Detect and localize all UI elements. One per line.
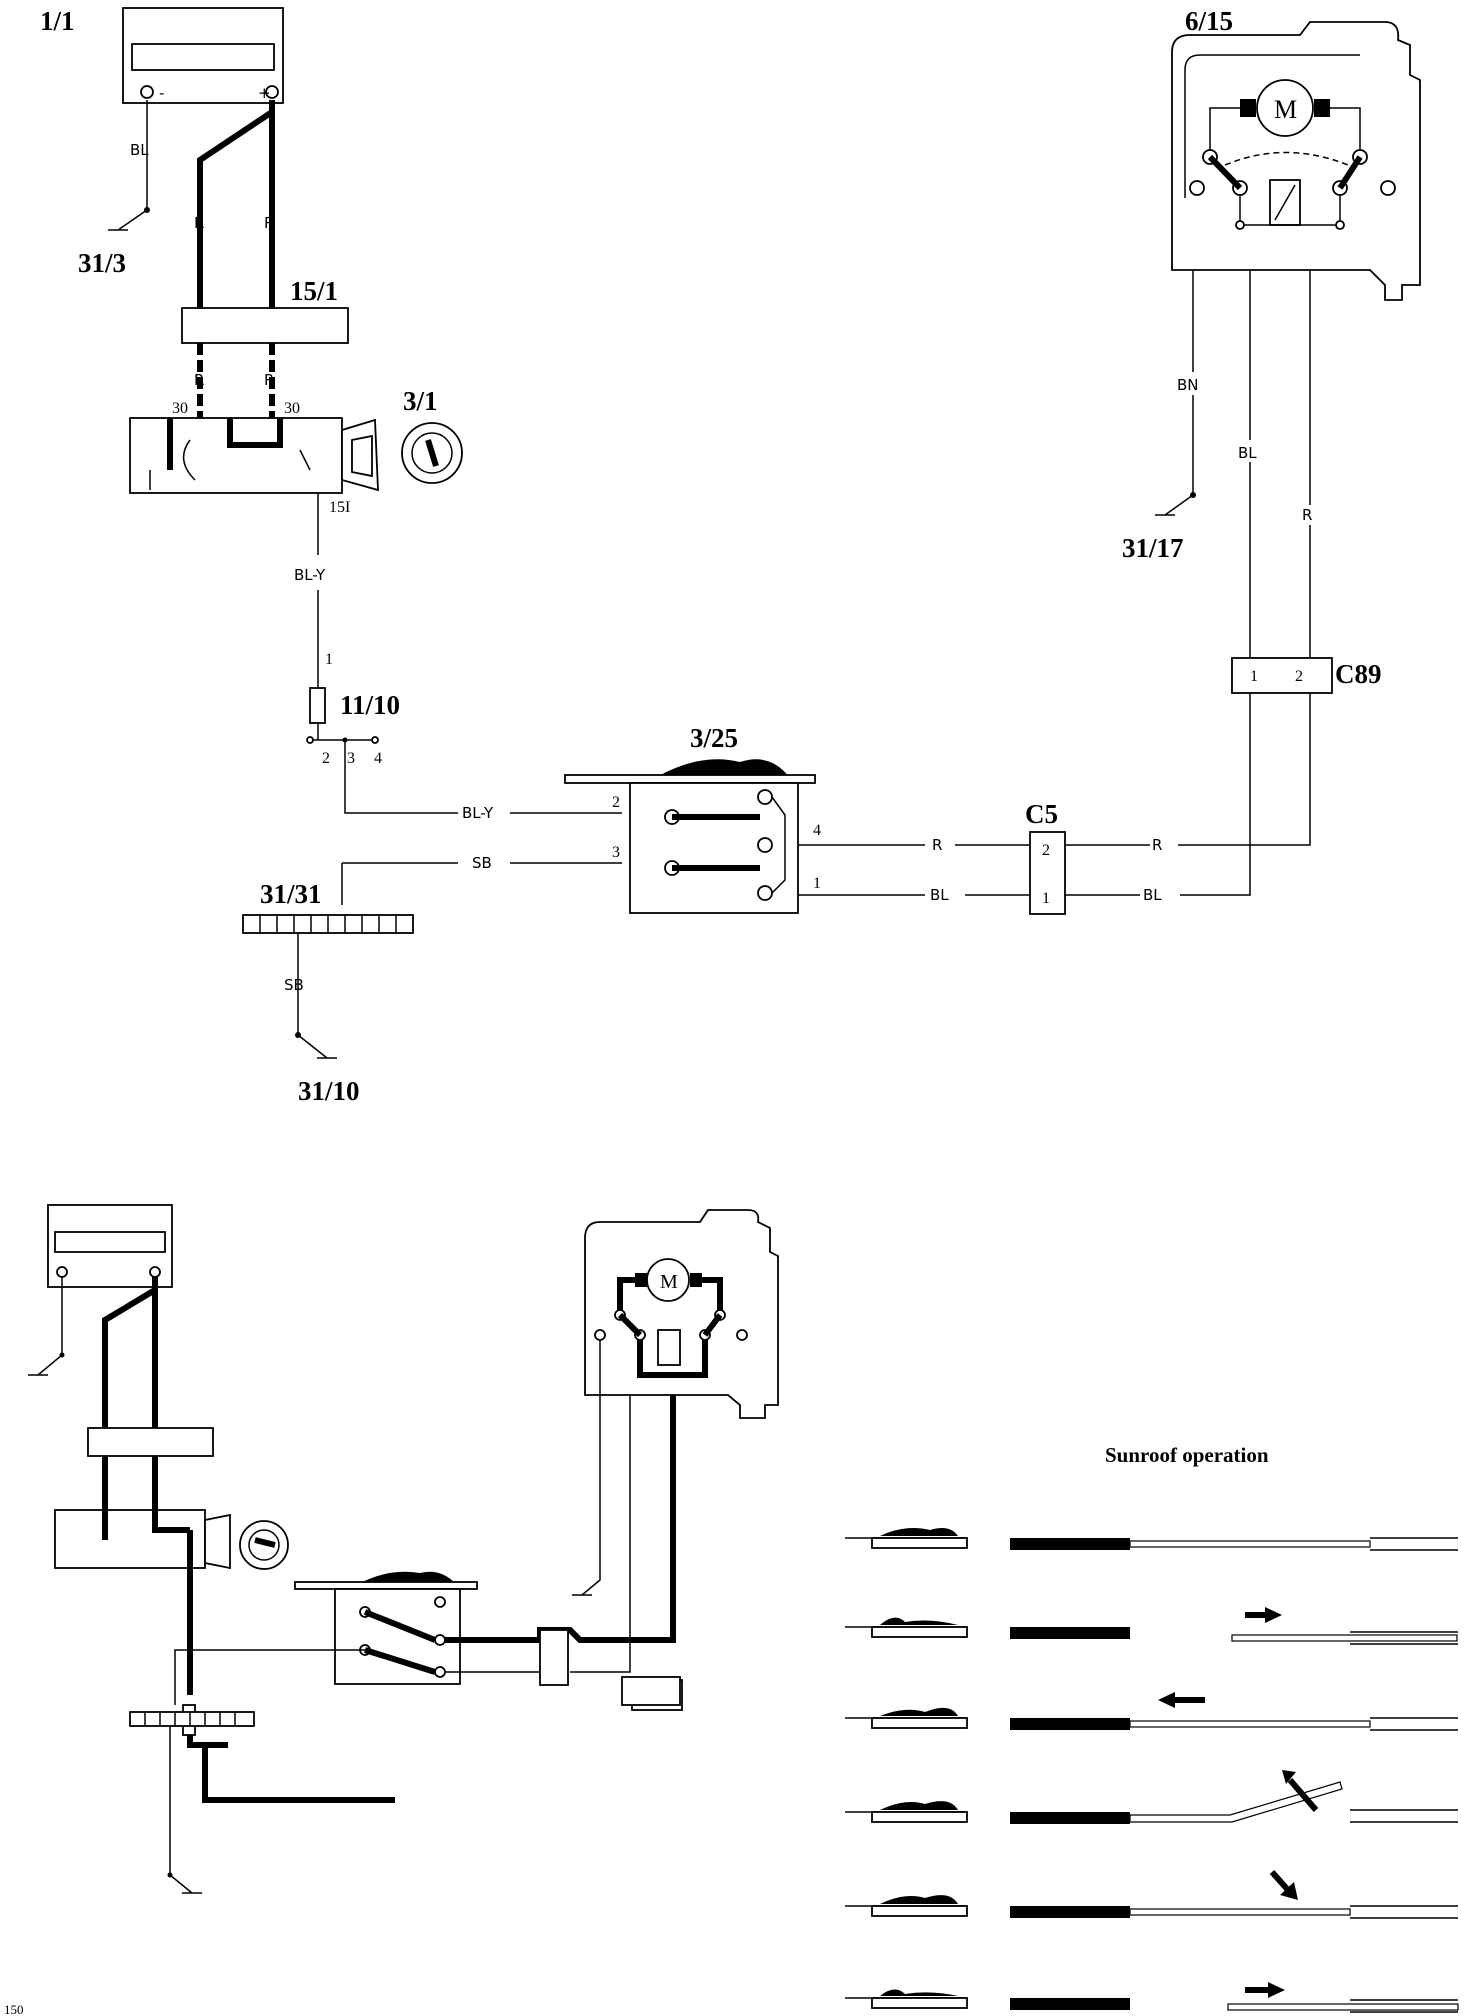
- connector-c89-label: C89: [1335, 659, 1382, 689]
- wire-r-6: R: [1152, 836, 1162, 854]
- switch-pin-4: 4: [813, 822, 821, 839]
- wire-r-5: R: [932, 836, 942, 854]
- switch-pin-2: 2: [612, 794, 620, 811]
- ground-31-10-label: 31/10: [298, 1076, 360, 1106]
- sunroof-switch: [564, 759, 816, 914]
- connector-c5: [1029, 831, 1066, 915]
- ground-bar-label: 31/31: [260, 879, 322, 909]
- ignition-switch-label: 3/1: [403, 386, 438, 416]
- pin-30-a: 30: [172, 400, 188, 417]
- wire-sb-2: SB: [284, 976, 304, 994]
- ignition-switch: [129, 417, 463, 494]
- fuse-pin-2: 2: [322, 750, 330, 767]
- switch-pin-3: 3: [612, 844, 620, 861]
- pin-30-b: 30: [284, 400, 300, 417]
- motor-symbol: M: [1274, 95, 1297, 124]
- fuse: [309, 687, 326, 724]
- ground-31-3-label: 31/3: [78, 248, 126, 278]
- svg-text:M: M: [660, 1271, 678, 1293]
- sunroof-switch-label: 3/25: [690, 723, 738, 753]
- wire-r-3: R: [194, 371, 204, 389]
- wire-sb-1: SB: [472, 854, 492, 872]
- wire-r-1: R: [194, 214, 204, 232]
- pin-15i: 15I: [329, 499, 350, 516]
- wire-bn: BN: [1177, 376, 1199, 394]
- wire-bl-2: BL: [930, 886, 949, 904]
- sunroof-motor-label: 6/15: [1185, 6, 1233, 36]
- fuse-label: 11/10: [340, 690, 400, 720]
- sunroof-motor: M: [1171, 21, 1421, 301]
- operation-title: Sunroof operation: [1105, 1443, 1269, 1467]
- fuse-box-label: 15/1: [290, 276, 338, 306]
- svg-text:-: -: [159, 84, 164, 102]
- c5-pin-1: 1: [1042, 890, 1050, 907]
- wire-r-4: R: [264, 371, 274, 389]
- wire-bl-3: BL: [1143, 886, 1162, 904]
- page-number: 150: [4, 2002, 24, 2016]
- wire-bl-y-1: BL-Y: [294, 566, 326, 584]
- fuse-pin-4: 4: [374, 750, 382, 767]
- wire-r-7: R: [1302, 506, 1312, 524]
- battery: - +: [122, 7, 284, 104]
- connector-c89: [1231, 657, 1333, 694]
- wire-bl-battery: BL: [130, 141, 149, 159]
- ground-31-17-label: 31/17: [1122, 533, 1184, 563]
- c89-pin-1: 1: [1250, 668, 1258, 685]
- fuse-pin-3: 3: [347, 750, 355, 767]
- c5-pin-2: 2: [1042, 842, 1050, 859]
- connector-c5-label: C5: [1025, 799, 1058, 829]
- switch-pin-1: 1: [813, 875, 821, 892]
- operation-rows: [845, 1528, 1459, 2013]
- operation-diagram-schematic: M: [28, 1204, 779, 1894]
- battery-label: 1/1: [40, 6, 75, 36]
- wire-bl-4: BL: [1238, 444, 1257, 462]
- ground-bar: [242, 914, 414, 934]
- svg-text:+: +: [258, 84, 271, 102]
- wire-bl-y-2: BL-Y: [462, 804, 494, 822]
- fuse-box: [181, 307, 349, 344]
- fuse-pin-in: 1: [325, 651, 333, 668]
- c89-pin-2: 2: [1295, 668, 1303, 685]
- wire-r-2: R: [264, 214, 274, 232]
